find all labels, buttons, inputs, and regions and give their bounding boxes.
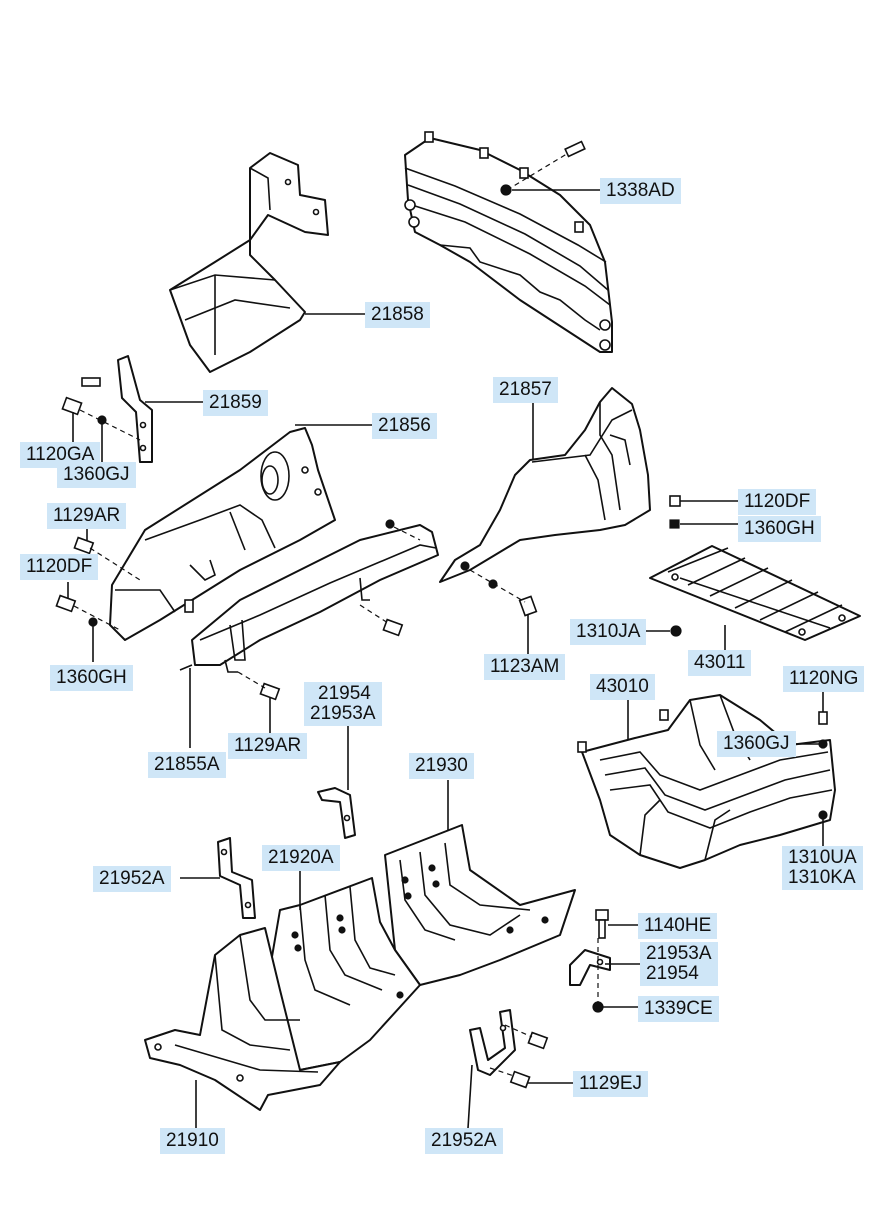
label-21952a-bottom[interactable]: 21952A xyxy=(425,1128,503,1154)
label-1129ej[interactable]: 1129EJ xyxy=(573,1071,649,1097)
bolt-1120df-right-icon xyxy=(669,495,681,529)
label-1338ad[interactable]: 1338AD xyxy=(600,178,681,204)
label-21859[interactable]: 21859 xyxy=(203,390,268,416)
rear-floor-tray-part xyxy=(577,694,836,869)
front-floor-shield-21930-part xyxy=(384,824,576,986)
label-21953a-center-line: 21953A xyxy=(310,703,376,724)
label-1360gj-left[interactable]: 1360GJ xyxy=(57,462,136,488)
rear-cross-panel-part xyxy=(404,131,613,353)
nut-1310ja-icon xyxy=(670,625,682,637)
label-21954-right-line: 21954 xyxy=(646,963,699,984)
label-1140he[interactable]: 1140HE xyxy=(638,913,718,939)
label-1310ka-line: 1310KA xyxy=(788,867,856,888)
floor-plate-43011-part xyxy=(649,545,861,641)
bolt-1123am-icon xyxy=(469,569,538,617)
small-bracket-21859-part xyxy=(117,355,153,463)
label-1123am[interactable]: 1123AM xyxy=(484,654,566,680)
label-1310ja[interactable]: 1310JA xyxy=(570,619,647,645)
label-43011[interactable]: 43011 xyxy=(688,650,752,676)
bolt-1129ar-right-icon xyxy=(237,671,281,701)
bolt-rail-lower-icon xyxy=(359,604,404,637)
upper-side-panel-part xyxy=(169,152,329,373)
bolt-1129ej-icon xyxy=(489,1024,549,1089)
label-1310ua-line: 1310UA xyxy=(788,847,857,868)
nut-1339ce-icon xyxy=(592,938,604,1013)
label-1129ar-right[interactable]: 1129AR xyxy=(228,733,308,759)
label-21954-center-line: 21954 xyxy=(318,683,371,704)
label-1129ar-left[interactable]: 1129AR xyxy=(47,503,127,529)
label-1360gh-right[interactable]: 1360GH xyxy=(738,516,821,542)
label-1120ng[interactable]: 1120NG xyxy=(783,666,865,692)
label-21953a-21954-right[interactable]: 21953A 21954 xyxy=(640,942,718,986)
label-1360gh-left[interactable]: 1360GH xyxy=(50,665,133,691)
bracket-21952a-left-part xyxy=(217,837,256,919)
label-21855a[interactable]: 21855A xyxy=(148,752,226,778)
bolt-1338ad-icon xyxy=(500,140,586,196)
label-21930[interactable]: 21930 xyxy=(409,753,474,779)
label-21952a-left[interactable]: 21952A xyxy=(93,866,171,892)
label-21856[interactable]: 21856 xyxy=(372,413,437,439)
label-43010[interactable]: 43010 xyxy=(590,674,655,700)
label-21953a-right-line: 21953A xyxy=(646,943,712,964)
bolt-1129ar-left-icon xyxy=(73,536,141,581)
nut-1123am-top-icon xyxy=(385,519,421,541)
right-side-panel-part xyxy=(439,387,651,583)
label-1120df-left[interactable]: 1120DF xyxy=(20,554,99,580)
label-1360gj-right[interactable]: 1360GJ xyxy=(717,731,796,757)
long-floor-rail-part xyxy=(179,524,439,673)
label-1339ce[interactable]: 1339CE xyxy=(638,996,719,1022)
bolt-1120ga-icon xyxy=(61,377,141,441)
side-member-panel-part xyxy=(109,427,336,641)
front-floor-shield-21910-part xyxy=(144,927,341,1111)
label-21954-21953a-center[interactable]: 21954 21953A xyxy=(304,682,382,726)
label-1120df-right[interactable]: 1120DF xyxy=(738,489,817,515)
label-21858[interactable]: 21858 xyxy=(365,302,430,328)
label-1310ua-1310ka[interactable]: 1310UA 1310KA xyxy=(782,846,863,890)
bracket-21952a-bottom-part xyxy=(469,1009,516,1076)
label-21910[interactable]: 21910 xyxy=(160,1128,225,1154)
bracket-21953a-right-part xyxy=(569,949,611,986)
bolt-1140he-icon xyxy=(595,909,609,939)
bolt-1120ng-icon xyxy=(818,711,828,725)
label-21920a[interactable]: 21920A xyxy=(262,845,340,871)
label-21857[interactable]: 21857 xyxy=(493,377,558,403)
bracket-21953a-center-part xyxy=(317,787,356,839)
bolt-1120df-left-icon xyxy=(55,594,121,631)
